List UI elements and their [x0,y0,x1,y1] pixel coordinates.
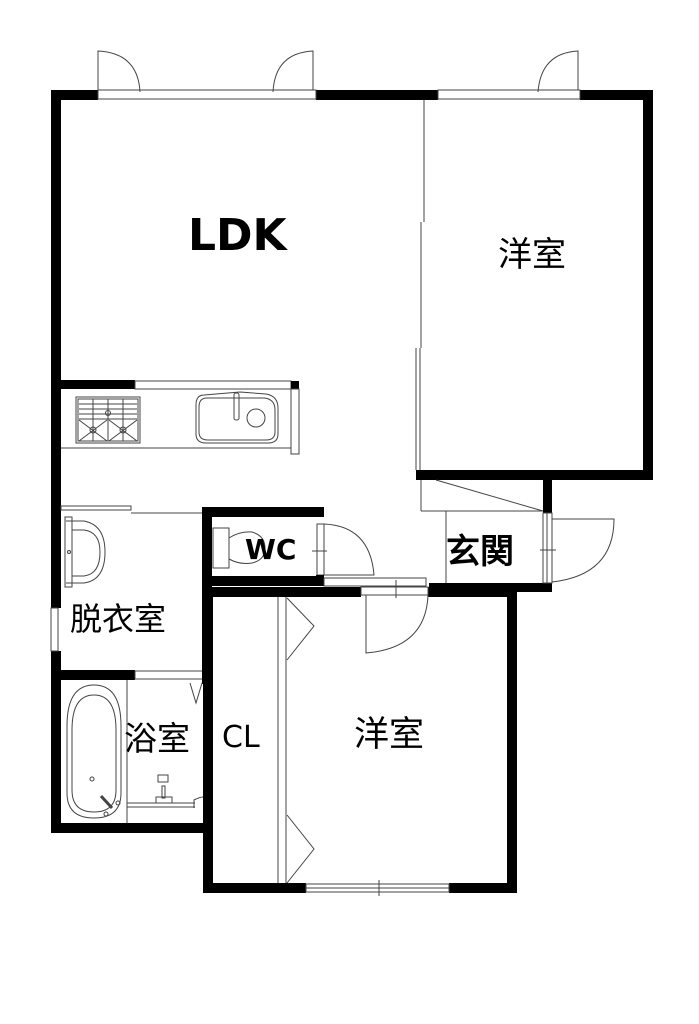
balcony-door-left-icon [97,50,141,93]
shower-faucet-icon [155,774,173,804]
bathroom-walls [126,680,204,823]
exterior-walls [51,90,653,893]
dressing-room-walls [50,505,204,680]
room-label-wc: WC [245,533,297,566]
ldk-bedroom-partition [415,100,425,470]
balcony-door-middle-icon [272,50,314,93]
closet-partition [277,597,287,883]
front-door-icon [540,518,615,583]
kitchen-counter [51,380,300,455]
room-label-western-room-2: 洋室 [354,715,425,755]
room-label-ldk: LDK [188,210,287,261]
room-label-western-room-1: 洋室 [498,235,566,275]
bedroom-door-icon [360,580,429,654]
stove-icon [75,396,141,444]
wc-door-icon [312,523,375,576]
room-label-dressing-room: 脱衣室 [70,600,167,638]
bedroom-window [305,880,450,896]
bedroom-balcony-door-icon [537,50,579,93]
bathtub-icon [66,684,122,819]
closet-folding-door-lower-icon [286,814,315,884]
toilet-icon [212,527,266,569]
room-label-closet: CL [222,720,260,755]
room-label-entrance: 玄関 [446,532,514,572]
wc-walls [202,507,427,684]
closet-folding-door-upper-icon [286,597,315,661]
top-windows [97,89,581,100]
sink-icon [195,391,279,444]
room-label-bathroom: 浴室 [124,719,190,758]
entrance-walls [420,479,553,584]
washbasin-icon [64,516,106,588]
